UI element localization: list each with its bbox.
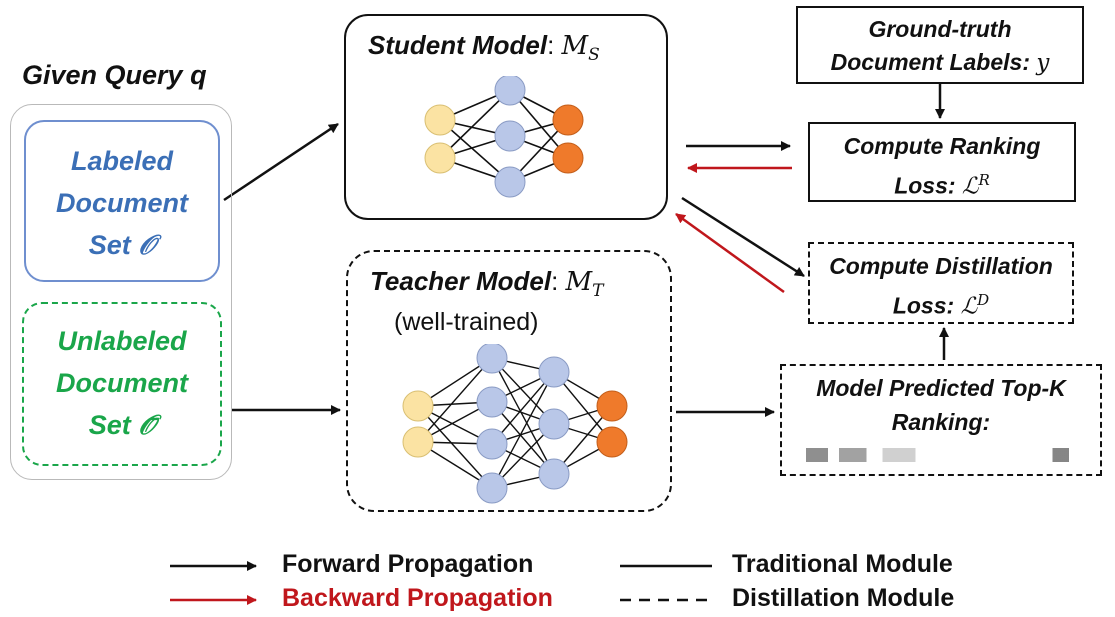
teacher-model-box: Teacher Model: MT (well-trained) xyxy=(346,250,672,512)
predicted-ranking-box: Model Predicted Top-K Ranking: xyxy=(780,364,1102,476)
ranking-loss-line2: Loss: ℒR xyxy=(894,171,990,200)
unlabeled-line1: Unlabeled xyxy=(57,326,187,356)
unlabeled-line3: Set 𝒪̄ xyxy=(88,410,156,440)
predicted-ranking-list-redacted xyxy=(806,448,1080,462)
ground-truth-line1: Ground-truth xyxy=(868,16,1012,42)
unlabeled-document-set: Unlabeled Document Set 𝒪̄ xyxy=(22,302,222,466)
arrow-student-to-distill-loss xyxy=(681,196,805,278)
legend-distillation-label: Distillation Module xyxy=(732,584,955,612)
labeled-line2: Document xyxy=(55,188,188,218)
teacher-neural-network-icon xyxy=(402,344,628,504)
distillation-loss-line2: Loss: ℒD xyxy=(892,291,990,320)
student-neural-network-icon xyxy=(424,76,584,198)
ranking-loss-line1: Compute Ranking xyxy=(843,133,1041,159)
legend-traditional-label: Traditional Module xyxy=(732,550,953,578)
ranking-loss-box: Compute Ranking Loss: ℒR xyxy=(808,122,1076,202)
query-label: Given Query q xyxy=(22,60,207,90)
distillation-loss-box: Compute Distillation Loss: ℒD xyxy=(808,242,1074,324)
teacher-model-note: (well-trained) xyxy=(394,308,539,336)
distillation-loss-line1: Compute Distillation xyxy=(829,253,1053,279)
teacher-model-title: Teacher Model: MT xyxy=(370,266,604,302)
student-model-box: Student Model: MS xyxy=(344,14,668,220)
predicted-line1: Model Predicted Top-K xyxy=(816,375,1066,401)
legend-forward-label: Forward Propagation xyxy=(282,550,534,578)
predicted-line2: Ranking: xyxy=(891,409,991,435)
labeled-document-set: Labeled Document Set 𝒪 xyxy=(24,120,220,282)
arrow-distill-loss-to-student xyxy=(675,212,785,294)
ground-truth-box: Ground-truth Document Labels: y xyxy=(796,6,1084,84)
ground-truth-line2: Document Labels: y xyxy=(830,49,1050,76)
labeled-line1: Labeled xyxy=(70,146,174,176)
student-model-title: Student Model: MS xyxy=(368,30,600,66)
unlabeled-line2: Document xyxy=(55,368,188,398)
legend-backward-label: Backward Propagation xyxy=(282,584,553,612)
arrow-labeled-to-student xyxy=(223,122,339,202)
query-container xyxy=(10,104,232,480)
labeled-line3: Set 𝒪 xyxy=(88,230,156,260)
